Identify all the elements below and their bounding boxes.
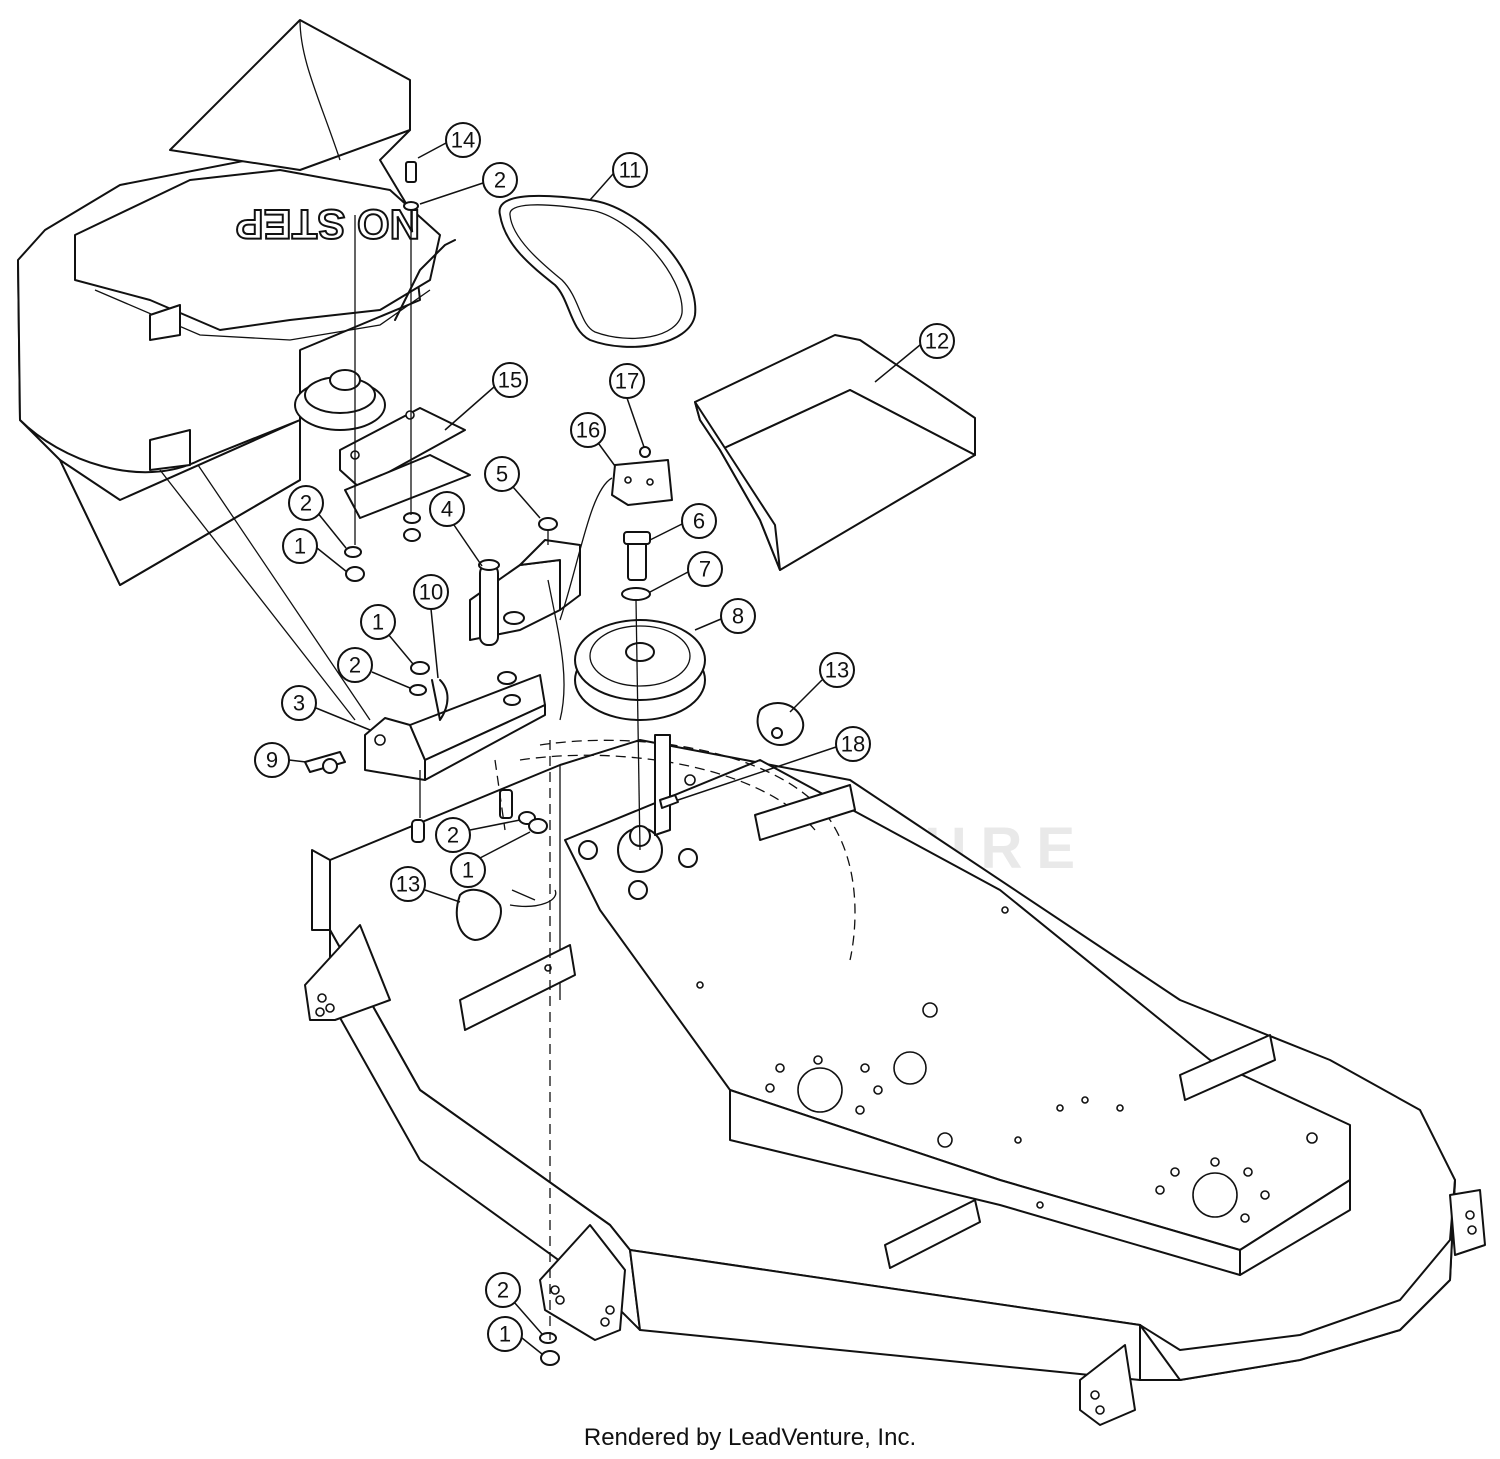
- svg-text:5: 5: [496, 462, 508, 487]
- callout-7: 7: [649, 551, 723, 593]
- svg-text:1: 1: [294, 534, 306, 559]
- idler-arm: [469, 517, 581, 646]
- svg-text:16: 16: [576, 418, 600, 443]
- footer-credit: Rendered by LeadVenture, Inc.: [583, 1424, 917, 1451]
- svg-text:2: 2: [494, 168, 506, 193]
- svg-text:15: 15: [498, 368, 522, 393]
- knob-13-upper: [756, 702, 805, 746]
- idler-pulley: [574, 531, 706, 851]
- svg-text:4: 4: [441, 497, 453, 522]
- svg-text:14: 14: [451, 128, 475, 153]
- svg-text:1: 1: [372, 610, 384, 635]
- svg-text:1: 1: [462, 858, 474, 883]
- no-step-decal: NO STEP: [236, 201, 420, 248]
- callout-2: 2: [288, 485, 347, 549]
- svg-text:10: 10: [419, 580, 443, 605]
- svg-text:2: 2: [447, 823, 459, 848]
- svg-text:12: 12: [925, 329, 949, 354]
- belt-shield: [694, 334, 976, 571]
- assembly-lines: [159, 210, 613, 1340]
- mower-deck: [304, 734, 1486, 1426]
- callout-1: 1: [360, 604, 414, 665]
- callout-15: 15: [444, 362, 528, 431]
- svg-text:6: 6: [693, 509, 705, 534]
- callouts: 14 2 11 12 15 17 16: [254, 122, 955, 1355]
- callout-3: 3: [281, 685, 371, 731]
- svg-text:2: 2: [300, 491, 312, 516]
- callout-8: 8: [694, 598, 756, 634]
- knob-13-lower: [455, 888, 502, 941]
- callout-18: 18: [677, 726, 871, 801]
- svg-text:8: 8: [732, 604, 744, 629]
- svg-text:18: 18: [841, 732, 865, 757]
- callout-2: 2: [337, 647, 411, 689]
- callout-2: 2: [419, 162, 518, 205]
- svg-text:13: 13: [396, 872, 420, 897]
- callout-4: 4: [429, 491, 483, 567]
- callout-16: 16: [570, 412, 616, 467]
- callout-17: 17: [609, 363, 645, 448]
- callout-1: 1: [450, 831, 531, 888]
- plate-16: [611, 446, 673, 506]
- svg-text:2: 2: [497, 1278, 509, 1303]
- callout-10: 10: [413, 574, 449, 679]
- callout-14: 14: [417, 122, 481, 159]
- belt: [498, 194, 697, 348]
- callout-11: 11: [589, 152, 648, 201]
- svg-text:11: 11: [619, 158, 642, 183]
- callout-5: 5: [484, 456, 541, 519]
- svg-text:13: 13: [825, 658, 849, 683]
- callout-12: 12: [874, 323, 955, 383]
- svg-text:9: 9: [266, 748, 278, 773]
- svg-text:3: 3: [293, 691, 305, 716]
- svg-text:2: 2: [349, 653, 361, 678]
- svg-text:7: 7: [699, 557, 711, 582]
- svg-text:17: 17: [615, 369, 639, 394]
- svg-text:1: 1: [499, 1322, 511, 1347]
- callout-13: 13: [789, 652, 855, 713]
- callout-9: 9: [254, 742, 307, 778]
- callout-1: 1: [487, 1316, 543, 1355]
- callout-6: 6: [649, 503, 717, 541]
- callout-2: 2: [435, 817, 521, 853]
- hardware: [344, 161, 679, 1366]
- callout-1: 1: [282, 528, 348, 573]
- callout-13: 13: [390, 866, 461, 903]
- callout-2: 2: [485, 1272, 543, 1335]
